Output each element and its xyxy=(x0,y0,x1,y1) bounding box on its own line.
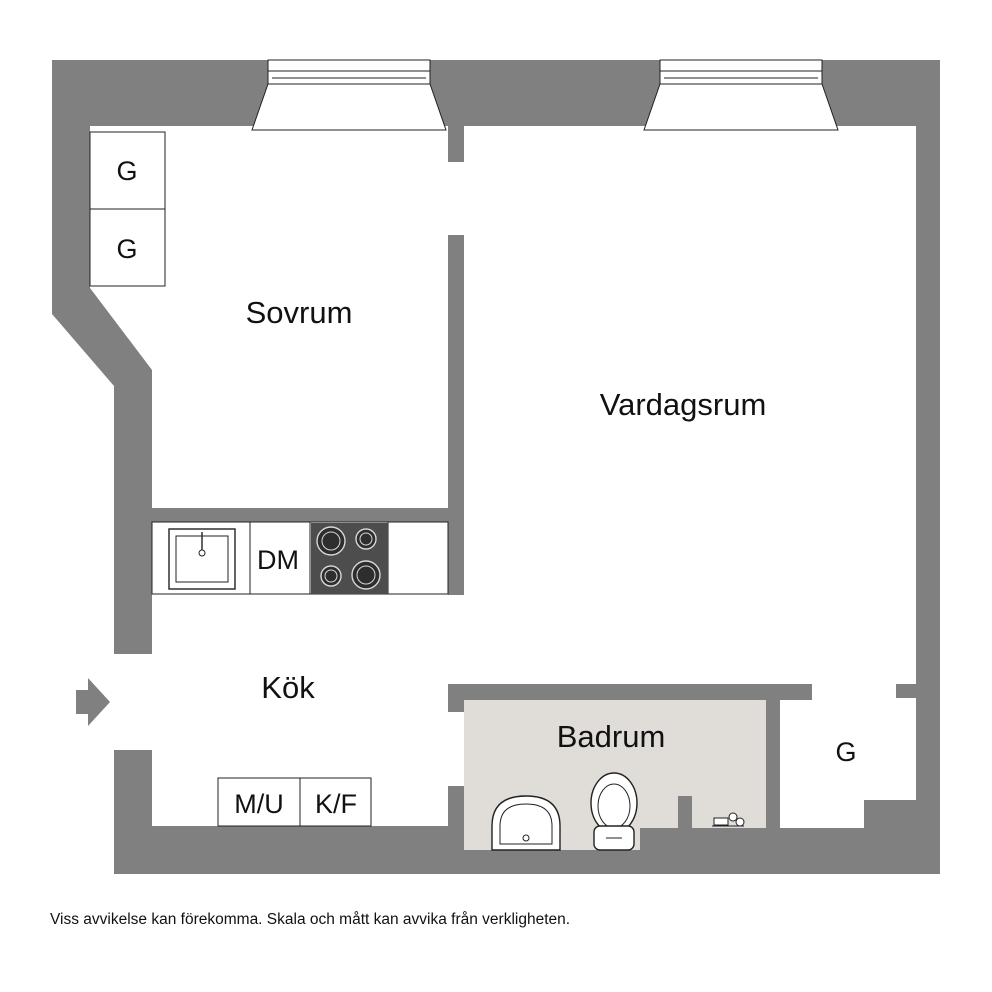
wardrobe-right-label: G xyxy=(835,737,856,767)
wall-stub-top xyxy=(448,126,464,162)
window-left xyxy=(251,59,447,131)
room-label-bathroom: Badrum xyxy=(557,719,666,754)
wardrobe-top-label: G xyxy=(116,156,137,186)
outer-walls xyxy=(52,60,940,874)
stove-icon xyxy=(311,523,388,594)
kitchen-sink-icon xyxy=(168,528,236,590)
wardrobe-bottom xyxy=(89,208,166,287)
room-label-kitchen: Kök xyxy=(261,670,315,705)
fridge-freezer-label: K/F xyxy=(315,789,357,819)
bathroom-wall-top xyxy=(448,684,812,700)
wall-partition-vertical xyxy=(448,235,464,595)
wardrobe-top xyxy=(89,131,166,210)
microwave-oven-unit xyxy=(217,777,301,827)
disclaimer-text: Viss avvikelse kan förekomma. Skala och … xyxy=(50,911,571,928)
bathroom-wall-left-lower xyxy=(448,786,464,828)
room-label-living-room: Vardagsrum xyxy=(600,387,767,422)
entrance-arrow-icon xyxy=(76,678,110,726)
washbasin-icon xyxy=(491,795,561,851)
wardrobe-bottom-label: G xyxy=(116,234,137,264)
dishwasher-label: DM xyxy=(257,545,299,575)
room-label-bedroom: Sovrum xyxy=(246,295,353,330)
toilet-icon xyxy=(590,772,638,851)
microwave-oven-label: M/U xyxy=(234,789,284,819)
shower-faucet-icon xyxy=(712,812,745,827)
fridge-freezer-unit xyxy=(299,777,372,827)
wall-partition-horizontal xyxy=(152,508,464,522)
window-right xyxy=(643,59,839,131)
bathroom-wall-left xyxy=(448,684,464,712)
